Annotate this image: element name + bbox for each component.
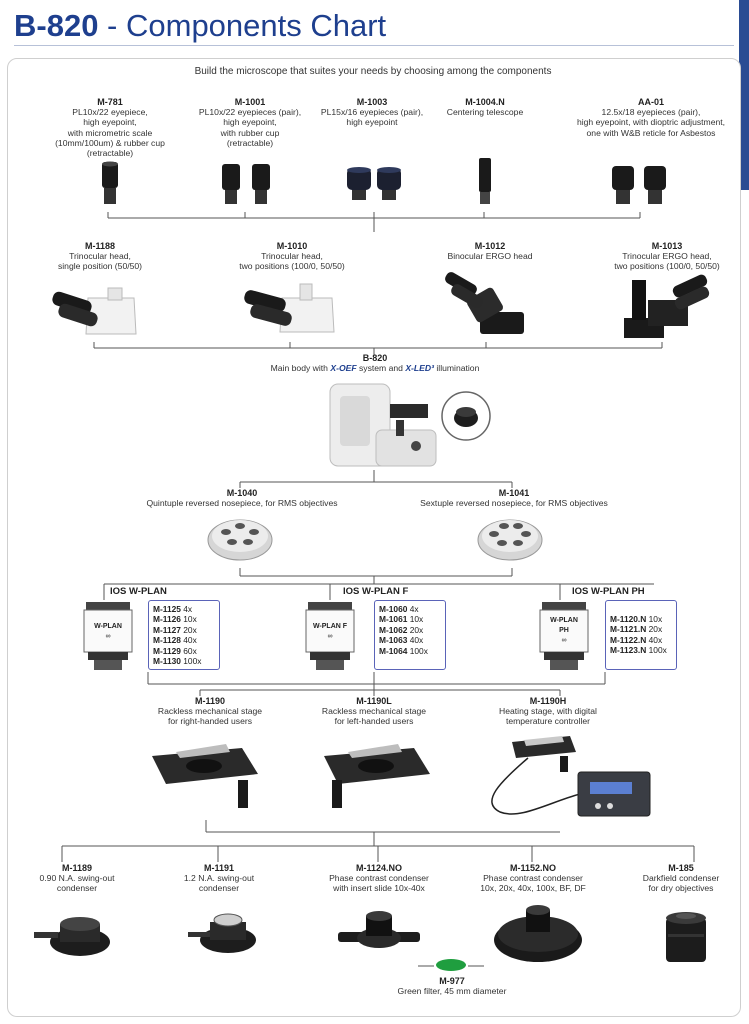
- objective-list-w-plan-ph: M-1120.N 10x M-1121.N 20x M-1122.N 40x M…: [605, 600, 677, 670]
- objective-w-plan-f-icon: W-PLAN F ∞: [305, 602, 355, 670]
- label-eyepiece-1: M-781 PL10x/22 eyepiece,high eyepoint,wi…: [55, 97, 165, 159]
- objective-label-1-line-2: ∞: [106, 633, 111, 640]
- page-title: B-820 - Components Chart: [14, 8, 387, 43]
- condenser-m1124no-icon: [338, 911, 420, 948]
- centering-telescope-icon: [479, 158, 491, 204]
- eyepiece-pair-m1001-icon: [222, 164, 270, 204]
- objective-w-plan-icon: W-PLAN ∞: [83, 602, 133, 670]
- objective-label-3-line-3: ∞: [562, 637, 567, 644]
- objective-label-2-line-1: W-PLAN F: [313, 623, 348, 630]
- label-head-3: M-1012 Binocular ERGO head: [447, 241, 533, 262]
- quintuple-nosepiece-icon: [207, 519, 273, 561]
- objective-label-2-line-2: ∞: [328, 633, 333, 640]
- objective-w-plan-ph-icon: W-PLAN PH ∞: [539, 602, 589, 670]
- label-green-filter: M-977 Green filter, 45 mm diameter: [397, 976, 507, 997]
- label-head-1: M-1188 Trinocular head,single position (…: [57, 241, 143, 272]
- side-tab: [739, 0, 749, 190]
- title-rule: [14, 45, 734, 46]
- label-nosepiece-2: M-1041 Sextuple reversed nosepiece, for …: [420, 488, 608, 509]
- chart-subtitle: Build the microscope that suites your ne…: [194, 66, 552, 77]
- label-nosepiece-1: M-1040 Quintuple reversed nosepiece, for…: [146, 488, 338, 509]
- objective-group-title-3: IOS W-PLAN PH: [572, 586, 645, 597]
- main-body-icon: [329, 383, 491, 467]
- heating-stage-icon: [491, 736, 651, 817]
- trinocular-ergo-head-m1013-icon: [624, 274, 710, 338]
- label-eyepiece-5: AA-01 12.5x/18 eyepieces (pair),high eye…: [576, 97, 726, 138]
- condenser-m1191-icon: [188, 913, 256, 953]
- objective-label-3-line-1: W-PLAN: [550, 617, 578, 624]
- eyepiece-pair-m1003-icon: [347, 167, 401, 200]
- objective-list-w-plan-f: M-1060 4x M-1061 10x M-1062 20x M-1063 4…: [374, 600, 446, 670]
- condenser-m1189-icon: [34, 917, 110, 956]
- label-head-4: M-1013 Trinocular ERGO head,two position…: [614, 241, 720, 272]
- green-filter-icon: [436, 959, 466, 971]
- label-eyepiece-2: M-1001 PL10x/22 eyepieces (pair),high ey…: [198, 97, 302, 148]
- condenser-m185-icon: [666, 912, 706, 962]
- objective-group-title-2: IOS W-PLAN F: [343, 586, 409, 597]
- objective-label-3-line-2: PH: [559, 627, 569, 634]
- label-main-body: B-820 Main body with X-OEF system and X-…: [270, 353, 480, 374]
- eyepiece-pair-aa01-icon: [612, 166, 666, 204]
- stage-right-handed-icon: [152, 744, 258, 808]
- label-head-2: M-1010 Trinocular head,two positions (10…: [239, 241, 345, 272]
- label-eyepiece-4: M-1004.N Centering telescope: [446, 97, 524, 118]
- binocular-ergo-head-m1012-icon: [445, 272, 524, 334]
- trinocular-head-m1010-icon: [244, 283, 335, 333]
- label-eyepiece-3: M-1003 PL15x/16 eyepieces (pair),high ey…: [320, 97, 424, 128]
- objective-label-1-line-1: W-PLAN: [94, 623, 122, 630]
- stage-left-handed-icon: [324, 744, 430, 808]
- condenser-m1152no-icon: [494, 905, 582, 962]
- sextuple-nosepiece-icon: [477, 519, 543, 561]
- objective-group-title-1: IOS W-PLAN: [110, 586, 167, 597]
- eyepiece-m781-icon: [102, 161, 118, 204]
- objective-list-w-plan: M-1125 4x M-1126 10x M-1127 20x M-1128 4…: [148, 600, 220, 670]
- trinocular-head-m1188-icon: [52, 287, 137, 335]
